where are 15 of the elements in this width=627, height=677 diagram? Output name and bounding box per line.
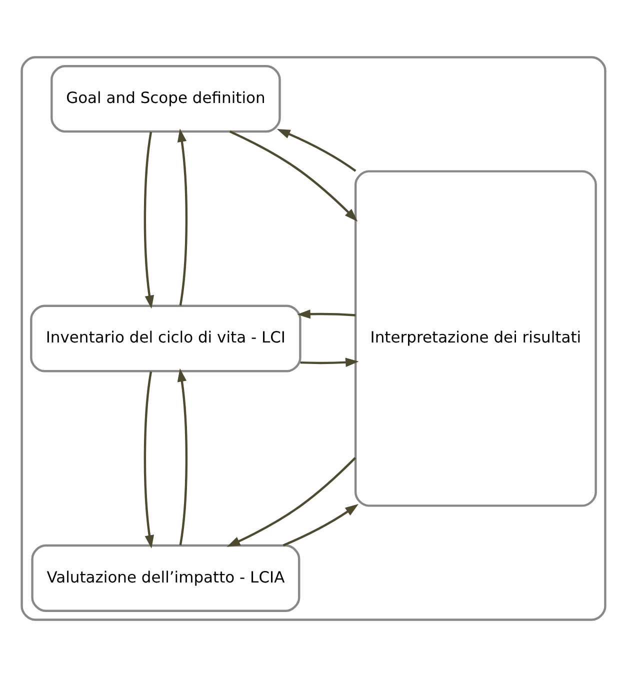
arrow — [282, 504, 358, 546]
cluster — [20, 56, 606, 621]
arrow — [297, 309, 356, 319]
arrow — [229, 130, 358, 222]
arrow — [144, 132, 154, 309]
arrow — [144, 371, 154, 548]
arrow — [177, 368, 188, 546]
arrow — [226, 457, 356, 547]
node-box: Goal and Scope definition — [50, 65, 281, 133]
arrow — [276, 128, 356, 172]
node-box: Interpretazione dei risultati — [354, 170, 597, 507]
arrow — [177, 128, 188, 306]
node-box: Inventario del ciclo di vita - LCI — [30, 304, 302, 372]
arrow — [300, 358, 359, 368]
node-box: Valutazione dell’impatto - LCIA — [31, 544, 300, 612]
